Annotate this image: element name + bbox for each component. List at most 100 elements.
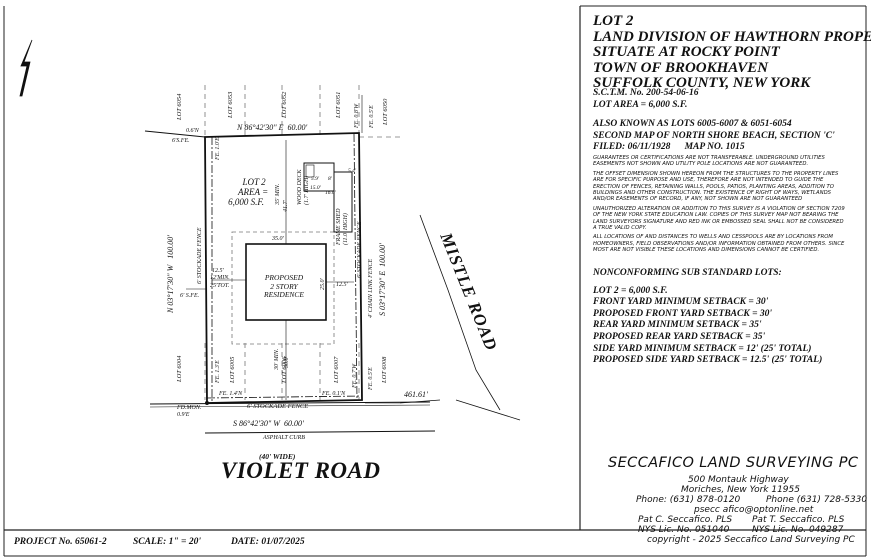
date: DATE: 01/07/2025 [231, 537, 305, 547]
south-bearing: S 86°42'30" W 60.00' [233, 419, 304, 428]
fe-05e-bot: FE. 0.5'E [368, 367, 374, 390]
west-bearing: N 03°17'30" W 100.00' [166, 235, 175, 313]
dist-461: 461.61' [404, 390, 428, 399]
note-2: THE OFFSET DIMENSION SHOWN HEREON FROM T… [593, 170, 839, 203]
copyright: copyright - 2025 Seccafico Land Surveyin… [647, 535, 855, 545]
lot-boundary [204, 132, 363, 404]
nonconf-line: LOT 2 = 6,000 S.F. [593, 285, 668, 296]
asphalt-curb: ASPHALT CURB [263, 435, 305, 441]
violet-road-label: VIOLET ROAD [221, 458, 381, 483]
sfe-west: 6' S.FE. [180, 293, 200, 299]
frame-shed [333, 171, 353, 233]
deck-dim-16: 16.0' [325, 190, 336, 196]
lot-label-6051: LOT 6051 [335, 91, 342, 118]
nonconf-line: REAR YARD MINIMUM SETBACK = 35' [593, 320, 762, 331]
company-phone-1: Phone: (631) 878-0120 [636, 495, 741, 505]
lot-label-6008: LOT 6008 [381, 356, 388, 383]
building-envelope [231, 231, 335, 345]
nonconf-line: PROPOSED SIDE YARD SETBACK = 12.5' (25' … [593, 355, 823, 366]
curb-line [204, 430, 436, 434]
dim-25-tot: 25'TOT. [210, 283, 230, 289]
stockade-fence-west: 6' STOCKADE FENCE [197, 227, 203, 284]
mistle-road-corner [455, 399, 521, 421]
deck-steps [305, 164, 315, 178]
lot-label-6007: LOT 6007 [333, 356, 340, 383]
filed-line: FILED: 06/11/1928 MAP NO. 1015 [593, 142, 745, 152]
fe-06n: 0.6'N [186, 128, 199, 134]
nonconforming-block: NONCONFORMING SUB STANDARD LOTS: LOT 2 =… [593, 268, 822, 367]
deck-dim-5-9: 5.9' [311, 176, 320, 182]
title-block: LOT 2 LAND DIVISION OF HAWTHORN PROPERTY… [593, 13, 871, 92]
road-line-1 [149, 401, 431, 405]
map-name: SECOND MAP OF NORTH SHORE BEACH, SECTION… [593, 130, 835, 141]
lot-label-6053: LOT 6053 [227, 91, 234, 118]
fd-mon: FD.MON. 0.9'E [177, 405, 202, 418]
dist-arrow-tip [399, 399, 441, 404]
stockade-fence-east: 6' STOCKADE FENCE [357, 221, 363, 278]
fe-08w: FE. 0.8'W [354, 103, 360, 128]
fe-1e-top: FE. 1.0'E [215, 137, 221, 160]
deck-dim-8: 8' [328, 176, 332, 182]
note-1: GUARANTEES OR CERTIFICATIONS ARE NOT TRA… [593, 155, 825, 168]
violet-road-width: (40' WIDE) [259, 452, 296, 461]
note-4: ALL LOCATIONS OF AND DISTANCES TO WELLS … [593, 234, 845, 254]
nonconf-line: FRONT YARD MINIMUM SETBACK = 30' [593, 297, 769, 308]
house-label: PROPOSED 2 STORY RESIDENCE [264, 273, 304, 299]
monument-marker [205, 401, 209, 405]
nonconf-line: PROPOSED REAR YARD SETBACK = 35' [593, 331, 766, 342]
fence-east [353, 133, 358, 401]
company-email: psecc afico@optonline.net [694, 505, 814, 515]
notes-block: GUARANTEES OR CERTIFICATIONS ARE NOT TRA… [593, 155, 845, 257]
lot-label-6005: LOT 6005 [229, 356, 236, 383]
fence-nw [144, 130, 206, 138]
fence-south [206, 395, 363, 399]
note-3: UNAUTHORIZED ALTERATION OR ADDITION TO T… [593, 205, 845, 232]
north-arrow-icon [19, 39, 33, 97]
dim-30-min: 30' MIN. [274, 348, 280, 370]
wood-deck-label: WOOD DECK (1.7' HIGH) [297, 169, 310, 206]
lot-label-6004: LOT 6004 [176, 355, 183, 382]
road-line-2 [149, 404, 431, 408]
mistle-road-edge [419, 214, 501, 411]
lot-lines-top [204, 85, 400, 400]
dim-35: 35.0' [272, 236, 284, 242]
deck-dim-15: 15.0' [310, 185, 321, 191]
project-number: PROJECT No. 65061-2 [14, 537, 107, 547]
fe-13e: FE. 1.3'E [215, 360, 221, 383]
fe-01n: FE. 0.1'N [322, 391, 346, 397]
deck-dim-5-4: 5.4' [348, 168, 357, 174]
aka: ALSO KNOWN AS LOTS 6005-6007 & 6051-6054 [593, 119, 792, 129]
nonconf-line: PROPOSED FRONT YARD SETBACK = 30' [593, 308, 772, 319]
dim-12-5-west: 12.5' [212, 268, 224, 274]
lot-area: LOT AREA = 6,000 S.F. [593, 99, 688, 110]
company-name: SECCAFICO LAND SURVEYING PC [608, 455, 859, 471]
sctm: S.C.T.M. No. 200-54-06-16 [593, 88, 699, 98]
east-bearing: S 03°17'30" E 100.00' [378, 243, 387, 316]
lot-label-6054: LOT 6054 [176, 93, 183, 120]
fe-14n: FE. 1.4'N [219, 391, 243, 397]
title-line-1: LOT 2 [593, 13, 634, 29]
lot-label-6050: LOT 6050 [382, 98, 389, 125]
title-line-4: TOWN OF BROOKHAVEN [593, 59, 769, 76]
sfe-nw: 6'S.FE. [172, 138, 190, 144]
scale: SCALE: 1" = 20' [133, 537, 201, 547]
title-line-3: SITUATE AT ROCKY POINT [593, 44, 780, 60]
stockade-fence-south: 6' STOCKADE FENCE [247, 403, 309, 410]
dim-30: 30.0' [284, 356, 290, 368]
dim-25: 25.0' [320, 278, 326, 290]
surveyor-1: Pat C. Seccafico. PLS [638, 515, 733, 525]
nonconforming-heading: NONCONFORMING SUB STANDARD LOTS: [593, 268, 782, 278]
company-phone-2: Phone (631) 728-5330 [766, 495, 868, 505]
lot-label-6052: LOT 6052 [281, 91, 288, 118]
title-line-2: LAND DIVISION OF HAWTHORN PROPERTY [593, 28, 871, 45]
dim-41-7: 41.7' [283, 200, 289, 212]
surveyor-2: Pat T. Seccafico. PLS [752, 515, 845, 525]
north-bearing: N 86°42'30" E 60.00' [237, 123, 308, 132]
company-address-1: 500 Montauk Highway [688, 475, 789, 485]
license-1: NYS Lic. No. 051040 [638, 525, 730, 535]
fe-07w: FE. 0.7'W [352, 363, 358, 388]
frame-shed-label: FRAME SHED (11.0' HIGH) [336, 208, 349, 246]
lot-area-label: LOT 2 AREA = 6,000 S.F. [228, 177, 269, 207]
chain-link-fence: 4' CHAIN LINK FENCE [368, 258, 374, 318]
